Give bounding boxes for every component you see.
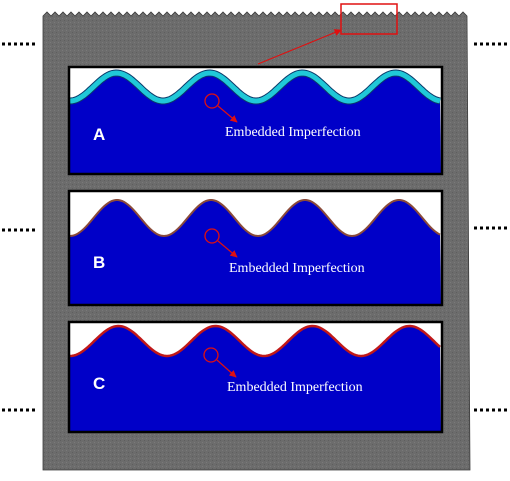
- imperfection-label: Embedded Imperfection: [229, 261, 365, 276]
- interface-layer: [69, 324, 441, 358]
- fluid-region: [70, 73, 441, 173]
- panel-b: B Embedded Imperfection: [67, 189, 444, 307]
- panel-label: A: [93, 125, 105, 144]
- imperfection-arrow: [217, 240, 238, 258]
- imperfection-marker: [203, 347, 219, 363]
- panel-c: C Embedded Imperfection: [67, 320, 444, 434]
- imperfection-arrow: [216, 359, 237, 378]
- imperfection-marker: [204, 228, 220, 244]
- panel-a: A Embedded Imperfection: [67, 65, 444, 176]
- zoom-leader-line: [257, 29, 342, 65]
- fluid-region: [70, 200, 441, 304]
- imperfection-label: Embedded Imperfection: [225, 125, 361, 140]
- panel-label: C: [93, 374, 105, 393]
- imperfection-marker: [204, 93, 220, 109]
- imperfection-label: Embedded Imperfection: [227, 380, 363, 395]
- interface-layer: [69, 199, 441, 238]
- zoom-box: [340, 3, 398, 35]
- panel-label: B: [93, 253, 105, 272]
- imperfection-arrow: [217, 105, 238, 123]
- interface-layer: [69, 70, 441, 104]
